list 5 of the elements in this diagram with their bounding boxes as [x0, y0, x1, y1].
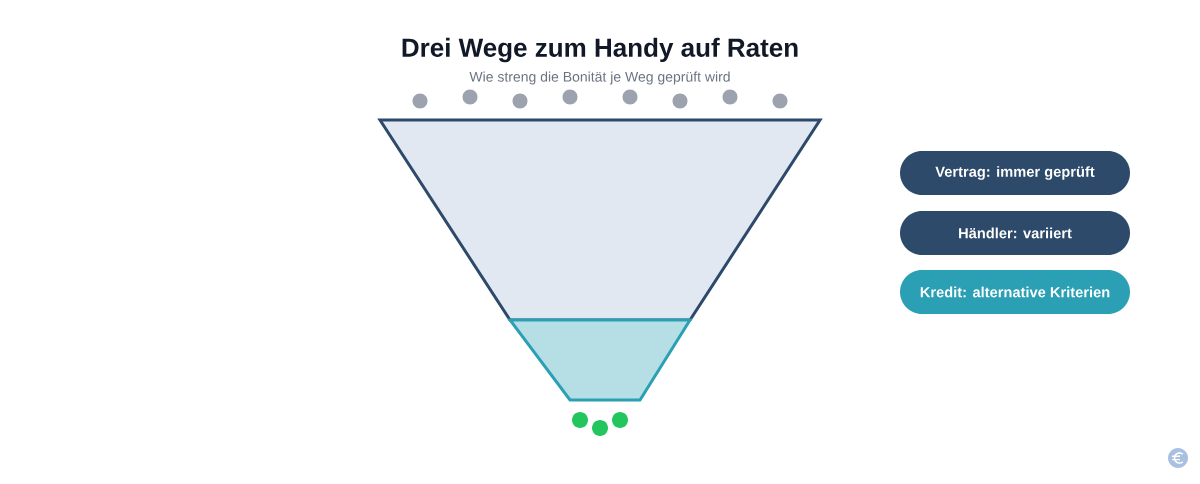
- title: Drei Wege zum Handy auf Raten: [402, 37, 798, 63]
- subtitle: Wie streng die Bonität je Weg geprüft wird: [469, 71, 730, 85]
- label-pill: Vertrag: immer geprüft: [900, 151, 1130, 195]
- label-pill: Kredit: alternative Kriterien: [900, 270, 1130, 314]
- label-pill: Händler: variiert: [900, 211, 1130, 255]
